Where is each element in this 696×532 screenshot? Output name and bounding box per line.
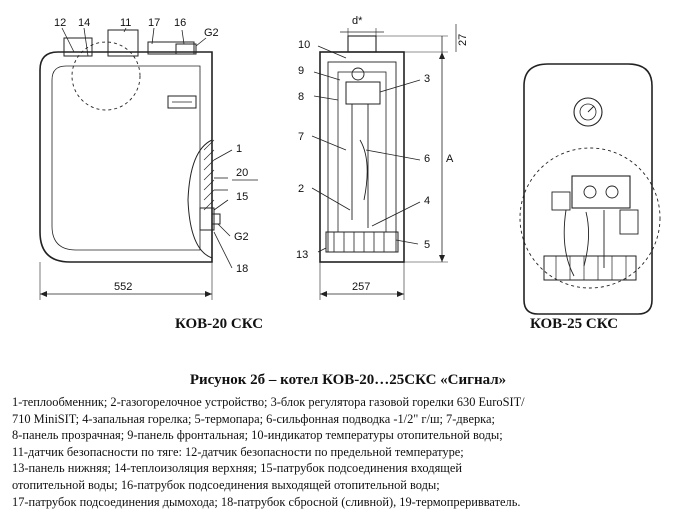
callout-9: 9 (298, 65, 304, 77)
dimension-a: A (446, 153, 454, 165)
callout-1: 1 (236, 143, 242, 155)
dimension-552: 552 (114, 281, 132, 293)
callout-15: 15 (236, 191, 248, 203)
legend-line: 1-теплообменник; 2-газогорелочное устрой… (12, 395, 525, 409)
dimension-27: 27 (457, 34, 469, 46)
callout-17: 17 (148, 17, 160, 29)
front-view (311, 24, 457, 300)
callout-6: 6 (424, 153, 430, 165)
legend-line: 13-панель нижняя; 14-теплоизоляция верхн… (12, 461, 462, 476)
dimension-flue: d* (352, 15, 363, 27)
callout-18: 18 (236, 263, 248, 275)
callout-16: 16 (174, 17, 186, 29)
callout-2: 2 (298, 183, 304, 195)
callout-11: 11 (120, 17, 131, 29)
callout-8: 8 (298, 91, 304, 103)
legend-line: 8-панель прозрачная; 9-панель фронтальна… (12, 428, 503, 443)
callout-7: 7 (298, 131, 304, 143)
kov25-view (519, 63, 661, 315)
left-model-label: КОВ-20 СКС (175, 316, 264, 332)
callout-14: 14 (78, 17, 90, 29)
dimension-257: 257 (352, 281, 370, 293)
callout-5: 5 (424, 239, 430, 251)
callout-g2-bottom: G2 (234, 231, 249, 243)
legend-line: 17-патрубок подсоединения дымохода; 18-п… (12, 494, 521, 509)
callout-20: 20 (236, 167, 248, 179)
callout-3: 3 (424, 73, 430, 85)
right-model-label: КОВ-25 СКС (530, 316, 619, 332)
legend-line: 11-датчик безопасности по тяге: 12-датчи… (12, 444, 464, 459)
callout-4: 4 (424, 195, 430, 207)
legend-line: 710 MiniSIT; 4-запальная горелка; 5-терм… (12, 411, 495, 426)
callout-10: 10 (298, 39, 310, 51)
callout-13: 13 (296, 249, 308, 261)
callout-g2-top: G2 (204, 27, 219, 39)
callout-12: 12 (54, 17, 66, 29)
legend: 1-теплообменник; 2-газогорелочное устрой… (12, 394, 688, 510)
legend-line: отопительной воды; 16-патрубок подсоедин… (12, 477, 440, 492)
figure-caption: Рисунок 2б – котел КОВ-20…25СКС «Сигнал» (189, 372, 507, 388)
side-view (39, 27, 258, 300)
callout-labels: 12 14 11 17 16 G2 1 20 15 G2 18 552 10 9… (54, 15, 469, 293)
